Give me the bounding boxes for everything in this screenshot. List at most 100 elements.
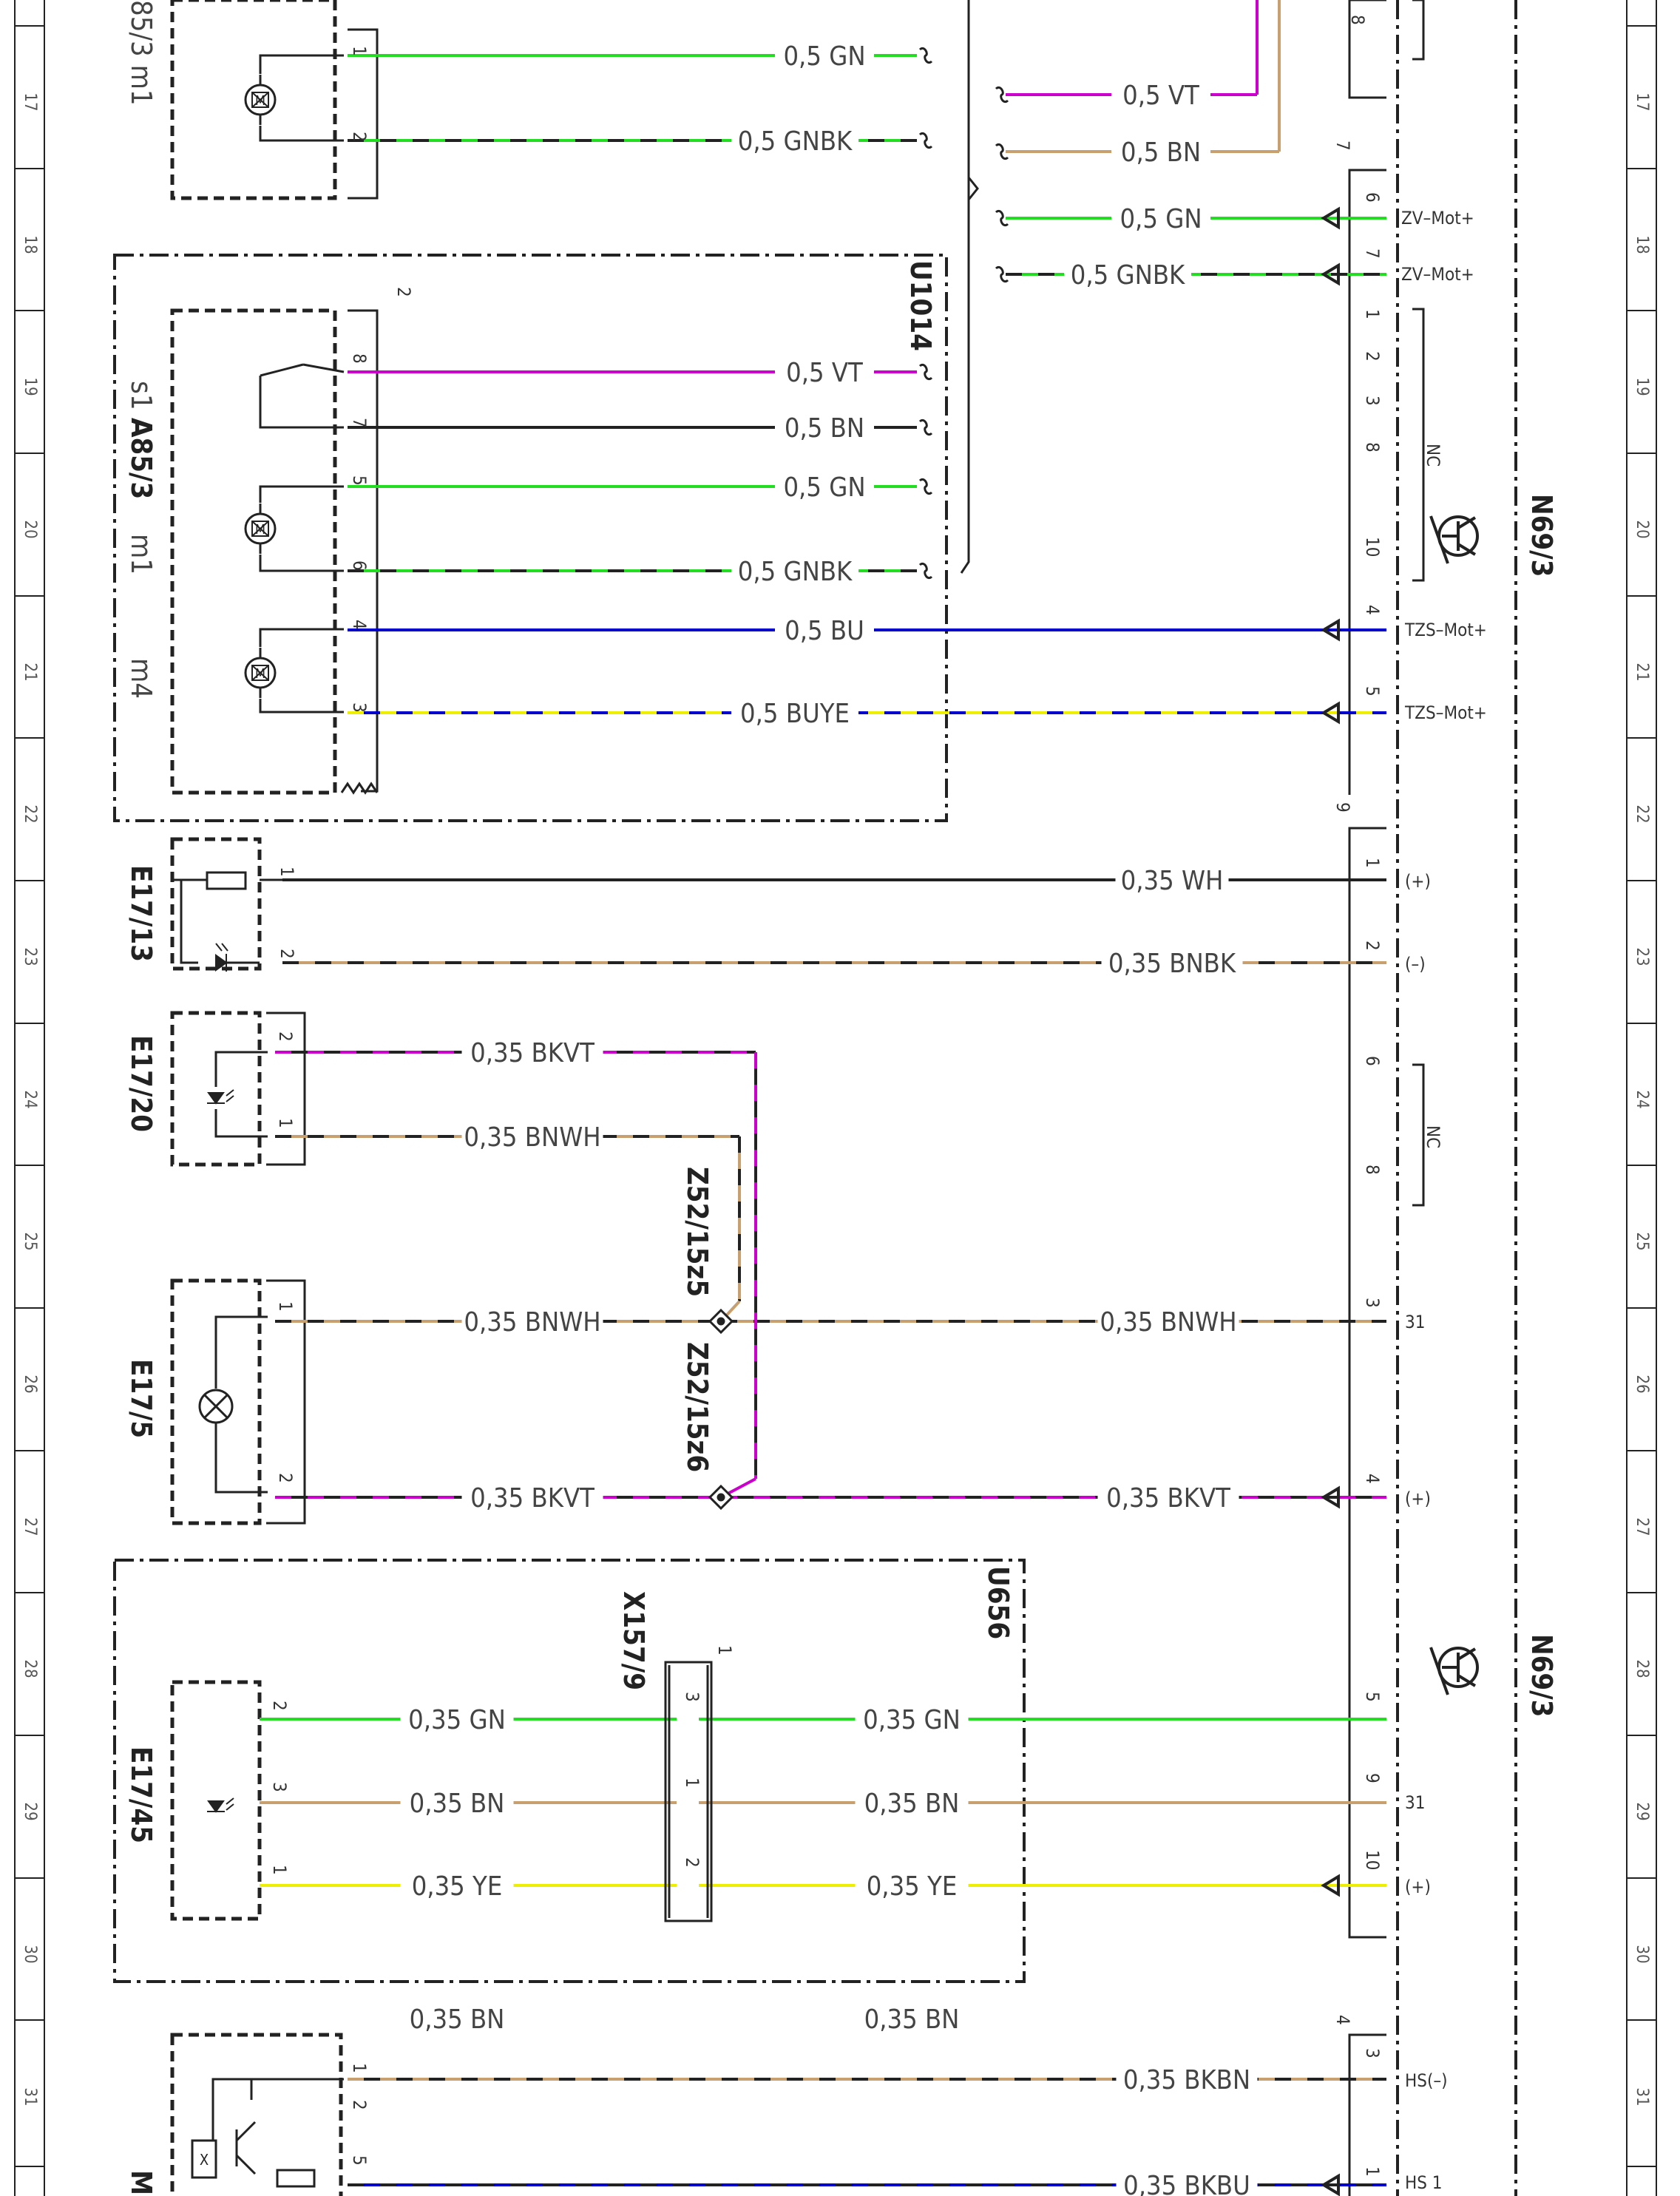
wire-label: 0,5 GN bbox=[783, 472, 865, 503]
e17-45-box bbox=[170, 1680, 262, 1921]
wire-label-bg bbox=[775, 356, 874, 388]
wire-label: 0,5 BN bbox=[1121, 138, 1201, 168]
pin-number: 4 bbox=[1362, 1474, 1383, 1484]
row-number-left: 31 bbox=[21, 2087, 39, 2106]
wire-label: 0,35 BN bbox=[864, 1789, 960, 1819]
component-label-a85-3: A85/3 bbox=[125, 418, 158, 499]
pin-number: 9 bbox=[1362, 1773, 1383, 1783]
wire-label-bg bbox=[1116, 2169, 1258, 2196]
arrow-markers bbox=[1321, 206, 1340, 2196]
component-label-n69-3: N69/3 bbox=[1525, 494, 1558, 577]
pin-number: 1 bbox=[714, 1645, 735, 1656]
resistor-icon bbox=[276, 2169, 316, 2188]
row-number-right: 19 bbox=[1633, 377, 1651, 396]
pin-number: 3 bbox=[1362, 2048, 1383, 2058]
u656-boundary bbox=[113, 1559, 1026, 1983]
motor-letter: M bbox=[255, 93, 265, 109]
signal-nc: NC bbox=[1423, 1125, 1443, 1148]
e17-13-box bbox=[170, 837, 262, 971]
row-number-right: 24 bbox=[1633, 1090, 1651, 1108]
pin-number: 2 bbox=[682, 1857, 702, 1868]
a85-top-box bbox=[170, 0, 337, 200]
pin-number: 5 bbox=[1362, 1692, 1383, 1702]
pin-number: 7 bbox=[349, 418, 370, 428]
row-number-right: 27 bbox=[1633, 1517, 1651, 1536]
pin-number: 5 bbox=[349, 2155, 370, 2166]
signal-tzs-mot: TZS–Mot+ bbox=[1404, 620, 1487, 640]
component-label-z52-15z5: Z52/15z5 bbox=[681, 1167, 714, 1297]
wire-break-icon bbox=[918, 562, 933, 580]
motor-letter: M bbox=[255, 522, 265, 538]
row-number-left: 19 bbox=[21, 377, 39, 396]
wire-label-bg bbox=[461, 1481, 603, 1514]
wire-label-bg bbox=[461, 1036, 603, 1068]
component-boundaries bbox=[113, 0, 1517, 2196]
signal-tzs-mot: TZS–Mot+ bbox=[1404, 702, 1487, 723]
component-label-u656: U656 bbox=[982, 1566, 1015, 1639]
wire-label-bg bbox=[731, 697, 858, 729]
signal-plus: (+) bbox=[1405, 1488, 1431, 1509]
row-number-right: 22 bbox=[1633, 804, 1651, 823]
row-number-right: 17 bbox=[1633, 92, 1651, 111]
pin-number: 8 bbox=[1362, 1165, 1383, 1175]
pin-number: 1 bbox=[1362, 2166, 1383, 2177]
wire-label-bg bbox=[775, 411, 874, 444]
pin-number: 3 bbox=[1362, 396, 1383, 406]
wire-label: 0,5 GN bbox=[1120, 204, 1202, 234]
wire-break-icon bbox=[995, 143, 1009, 160]
row-number-left: 27 bbox=[21, 1517, 39, 1536]
pin-number: 5 bbox=[349, 475, 370, 486]
pin-number: 4 bbox=[1332, 2015, 1353, 2025]
pin-number: 6 bbox=[1362, 1056, 1383, 1066]
wire-label-bg bbox=[400, 2002, 514, 2035]
wire-break-icon bbox=[918, 132, 933, 149]
a85-main-box bbox=[170, 308, 337, 795]
wire-label: 0,5 BU bbox=[785, 616, 864, 646]
wire-label: 0,35 BN bbox=[410, 2004, 505, 2035]
component-label-x157-9: X157/9 bbox=[617, 1591, 650, 1690]
row-number-left: 26 bbox=[21, 1375, 39, 1393]
pin-number: 1 bbox=[682, 1778, 702, 1788]
wire-label-bg bbox=[855, 1703, 969, 1735]
grid-frame bbox=[14, 0, 1657, 2196]
pin-number: 8 bbox=[349, 353, 370, 364]
wire-label: 0,35 GN bbox=[863, 1705, 961, 1735]
wire-label-bg bbox=[400, 1869, 514, 1902]
wire-label: 0,5 VT bbox=[1122, 81, 1199, 111]
wire-label-bg bbox=[461, 1120, 603, 1153]
signal-zv-mot: ZV–Mot+ bbox=[1401, 208, 1474, 228]
wire-label-bg bbox=[1111, 78, 1210, 111]
wire-label-bg bbox=[1097, 1481, 1239, 1514]
row-number-left: 22 bbox=[21, 804, 39, 823]
signal-ground-31: 31 bbox=[1405, 1792, 1425, 1813]
component-label-a85-3-m1: 85/3 m1 bbox=[125, 0, 158, 106]
row-number-right: 25 bbox=[1633, 1232, 1651, 1250]
pin-number: 3 bbox=[269, 1782, 290, 1792]
wire-label: 0,35 YE bbox=[412, 1871, 503, 1902]
pin-number: 1 bbox=[275, 1301, 296, 1312]
wire-label: 0,5 VT bbox=[786, 358, 863, 388]
wire-label-bg bbox=[1111, 202, 1210, 234]
wire-label: 0,5 GNBK bbox=[738, 126, 853, 157]
wire-label: 0,35 BNBK bbox=[1108, 949, 1236, 979]
wire-label: 0,35 BKVT bbox=[470, 1038, 595, 1068]
row-number-left: 18 bbox=[21, 235, 39, 254]
e17-5-box bbox=[170, 1278, 262, 1525]
pin-number: 2 bbox=[275, 1031, 296, 1042]
motor-icon: M bbox=[244, 502, 277, 555]
row-number-right: 23 bbox=[1633, 947, 1651, 966]
wire-label: 0,35 YE bbox=[867, 1871, 958, 1902]
row-number-left: 29 bbox=[21, 1802, 39, 1820]
wire-label-bg bbox=[731, 555, 858, 587]
e17-20-box bbox=[170, 1011, 262, 1167]
wires-layer bbox=[260, 0, 1386, 2186]
pin-number: 3 bbox=[1362, 1298, 1383, 1308]
wire-label-bg bbox=[400, 1786, 514, 1819]
wire-label-bg bbox=[1064, 258, 1191, 291]
pin-number: 2 bbox=[349, 2100, 370, 2110]
component-label-m1: m1 bbox=[125, 534, 158, 575]
wire-break-icon bbox=[995, 265, 1009, 283]
wire-label-bg bbox=[775, 39, 874, 72]
